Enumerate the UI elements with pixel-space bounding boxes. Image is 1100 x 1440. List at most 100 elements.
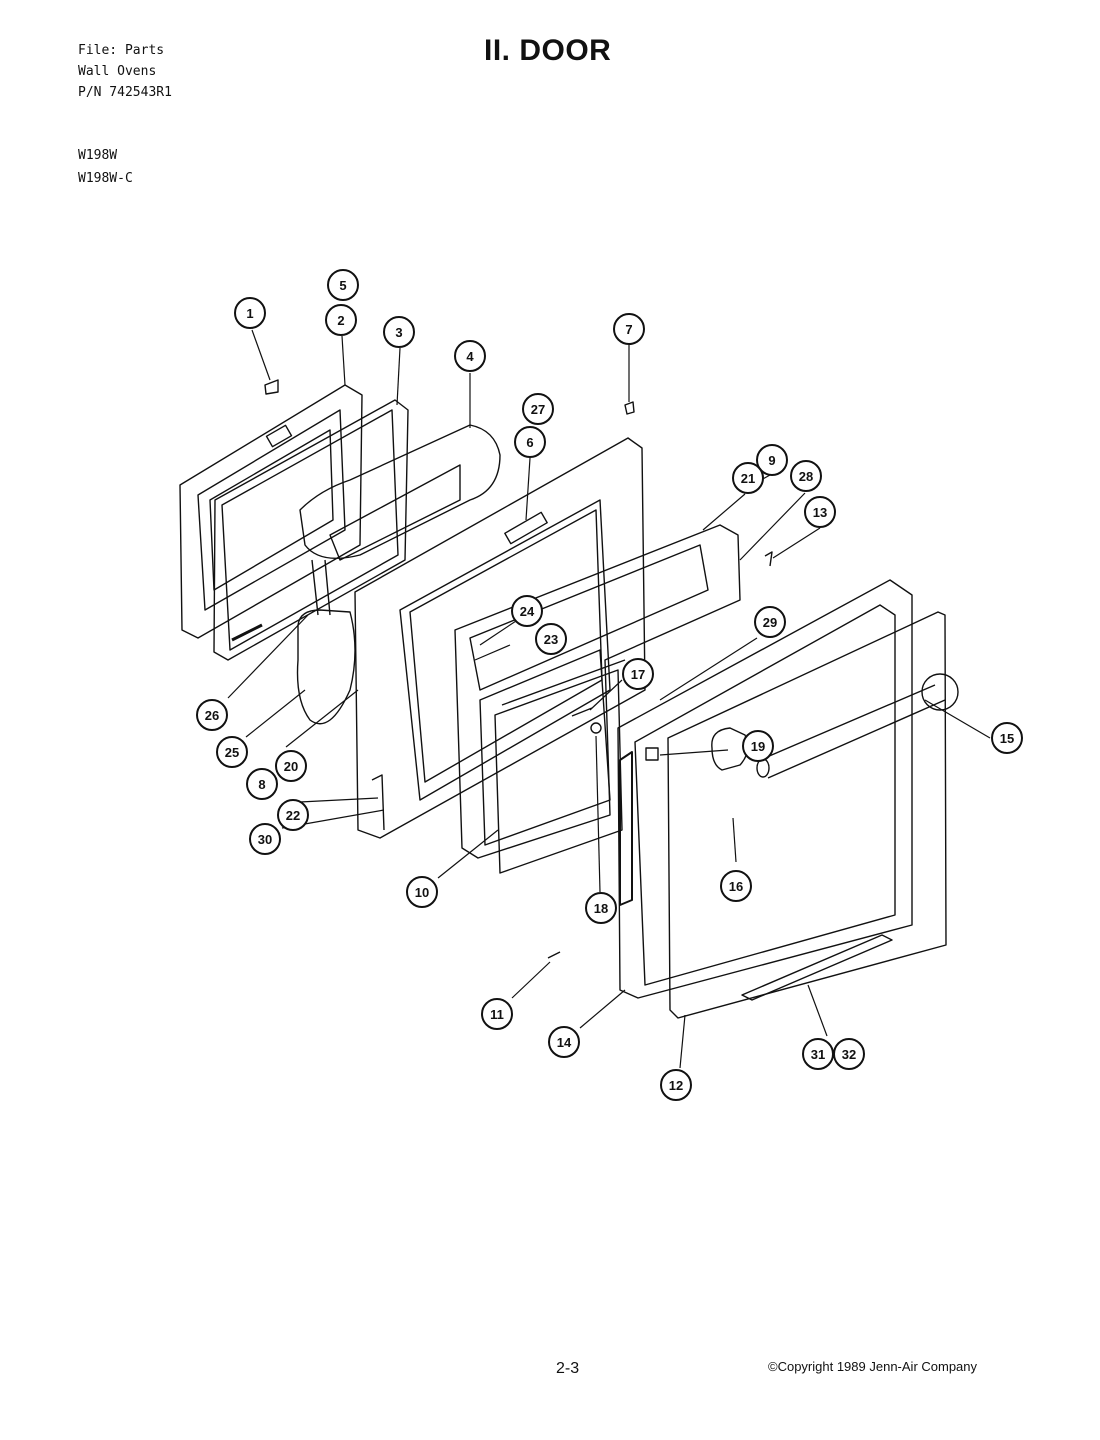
part-number: P/N 742543R1 [78, 85, 172, 100]
page-title: II. DOOR [484, 34, 612, 67]
callout-number: 17 [631, 667, 645, 682]
callout-19: 19 [742, 730, 774, 762]
gasket-part [213, 399, 409, 661]
callout-26: 26 [196, 699, 228, 731]
callout-10: 10 [406, 876, 438, 908]
callout-circle [383, 316, 415, 348]
callout-number: 28 [799, 469, 813, 484]
callout-4: 4 [454, 340, 486, 372]
screw-part-17 [571, 707, 593, 717]
callout-number: 3 [395, 325, 402, 340]
callout-6: 6 [514, 426, 546, 458]
model-number: W198W [78, 148, 118, 163]
callout-number: 16 [729, 879, 743, 894]
callout-number: 10 [415, 885, 429, 900]
hinge-part-13 [764, 551, 773, 567]
callout-17: 17 [622, 658, 654, 690]
callout-number: 32 [842, 1047, 856, 1062]
screw-part-7 [624, 401, 635, 415]
callout-30: 30 [249, 823, 281, 855]
callout-3: 3 [383, 316, 415, 348]
callout-number: 12 [669, 1078, 683, 1093]
callout-circle [522, 393, 554, 425]
callout-13: 13 [804, 496, 836, 528]
callout-circle [196, 699, 228, 731]
glass-panel-part [494, 659, 626, 874]
callout-number: 8 [258, 777, 265, 792]
callout-1: 1 [234, 297, 266, 329]
callout-circle [454, 340, 486, 372]
file-label: File: Parts [78, 43, 165, 58]
callout-circle [277, 799, 309, 831]
callout-24: 24 [511, 595, 543, 627]
callout-circle [481, 998, 513, 1030]
handle-end-part [711, 727, 749, 771]
inner-glass-frame-part [454, 524, 741, 859]
callout-circle [833, 1038, 865, 1070]
callout-23: 23 [535, 623, 567, 655]
callout-circle [249, 823, 281, 855]
callout-15: 15 [991, 722, 1023, 754]
callout-circle [732, 462, 764, 494]
callout-circle [790, 460, 822, 492]
callout-27: 27 [522, 393, 554, 425]
callout-number: 18 [594, 901, 608, 916]
callout-circle [742, 730, 774, 762]
callout-number: 21 [741, 471, 755, 486]
callout-14: 14 [548, 1026, 580, 1058]
screw-part-11 [547, 951, 561, 959]
model-number: W198W-C [78, 171, 133, 186]
callout-number: 26 [205, 708, 219, 723]
callout-number: 2 [337, 313, 344, 328]
callout-circle [535, 623, 567, 655]
callout-circle [511, 595, 543, 627]
callout-circle [613, 313, 645, 345]
callout-circle [804, 496, 836, 528]
callout-2: 2 [325, 304, 357, 336]
callout-circle [325, 304, 357, 336]
callout-18: 18 [585, 892, 617, 924]
callout-circle [327, 269, 359, 301]
callout-number: 14 [557, 1035, 572, 1050]
callout-9: 9 [756, 444, 788, 476]
callout-number: 7 [625, 322, 632, 337]
callout-number: 13 [813, 505, 827, 520]
callout-31: 31 [802, 1038, 834, 1070]
callout-circle [585, 892, 617, 924]
clip-part-19 [645, 747, 659, 761]
callout-25: 25 [216, 736, 248, 768]
callout-number: 20 [284, 759, 298, 774]
callout-number: 19 [751, 739, 765, 754]
callout-5: 5 [327, 269, 359, 301]
callout-number: 24 [520, 604, 535, 619]
callout-circle [991, 722, 1023, 754]
insulation-part [296, 424, 501, 725]
front-panel-part [667, 611, 947, 1019]
callout-circle [514, 426, 546, 458]
callout-20: 20 [275, 750, 307, 782]
callout-21: 21 [732, 462, 764, 494]
callout-circle [275, 750, 307, 782]
callout-28: 28 [790, 460, 822, 492]
callout-circle [622, 658, 654, 690]
callout-32: 32 [833, 1038, 865, 1070]
callout-number: 29 [763, 615, 777, 630]
callout-number: 15 [1000, 731, 1014, 746]
callout-circle [246, 768, 278, 800]
callout-circle [754, 606, 786, 638]
callout-number: 1 [246, 306, 253, 321]
callout-number: 25 [225, 745, 239, 760]
callout-7: 7 [613, 313, 645, 345]
leader-lines [227, 329, 991, 1069]
callout-number: 31 [811, 1047, 825, 1062]
callout-11: 11 [481, 998, 513, 1030]
callout-number: 5 [339, 278, 346, 293]
callout-number: 27 [531, 402, 545, 417]
callout-number: 23 [544, 632, 558, 647]
callout-29: 29 [754, 606, 786, 638]
trim-strip-part [741, 934, 893, 1001]
outer-frame-part [617, 579, 913, 999]
callout-number: 22 [286, 808, 300, 823]
callout-circle [234, 297, 266, 329]
